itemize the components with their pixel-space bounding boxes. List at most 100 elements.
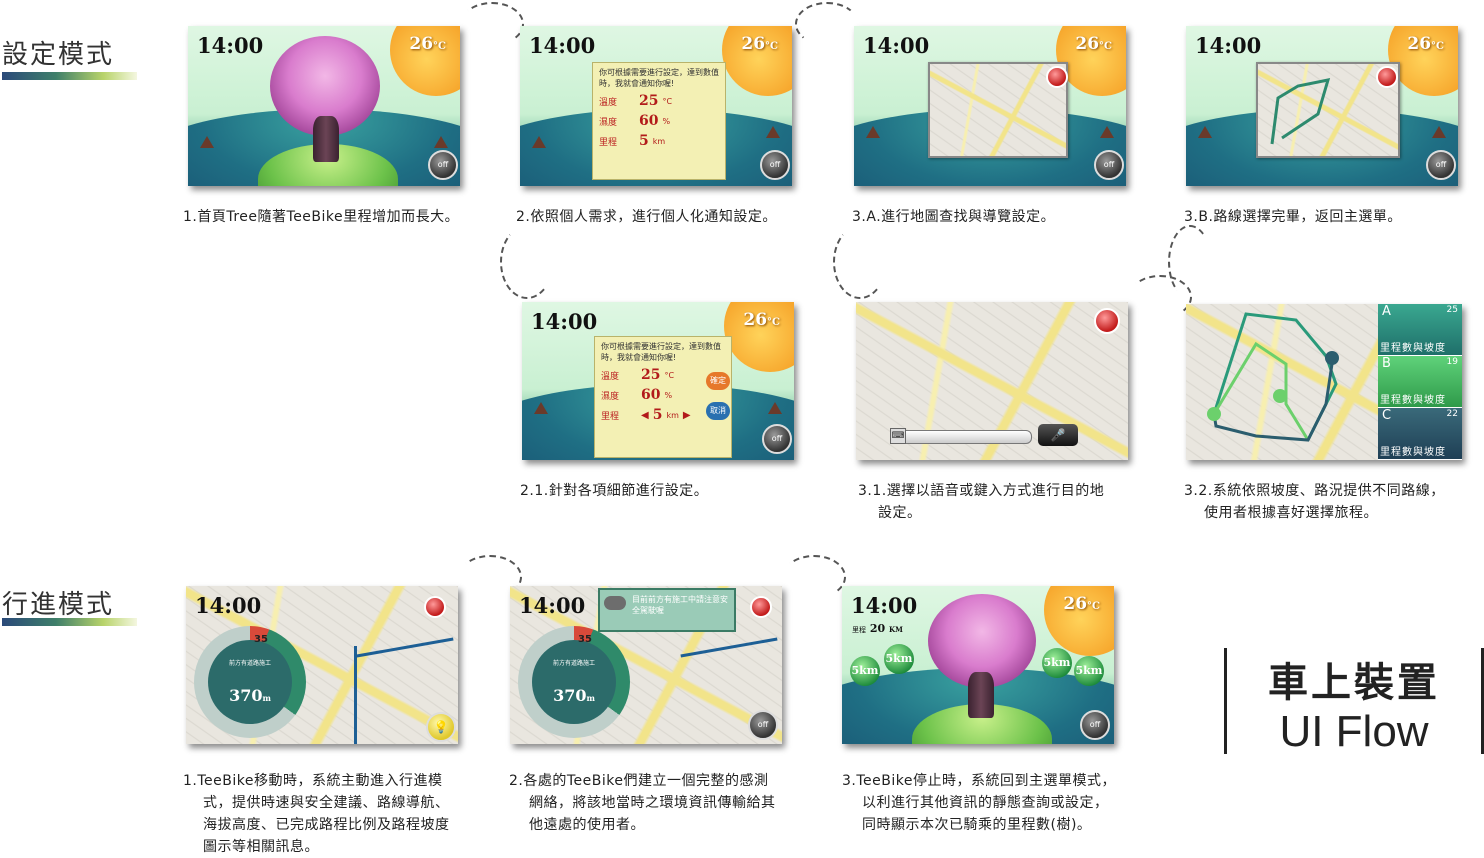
caption-line: 圖示等相關訊息。	[203, 839, 319, 855]
power-off-button[interactable]: off	[760, 150, 790, 180]
distance-value: 20	[869, 622, 886, 635]
gauge-center: 35 前方有道路施工 370m	[532, 634, 616, 724]
progress-gauge: 35 前方有道路施工 370m	[518, 626, 630, 738]
caption-line: 式，提供時速與安全建議、路線導航、	[203, 795, 450, 811]
connector-arc	[782, 555, 846, 599]
route-label: 里程數與坡度	[1380, 342, 1446, 354]
caption-line: 設定。	[878, 505, 922, 521]
gauge-center: 35 前方有道路施工 370m	[208, 634, 292, 724]
cone-icon	[534, 402, 548, 414]
cone-icon	[1100, 126, 1114, 138]
route-option-c[interactable]: C 22 里程數與坡度	[1378, 407, 1462, 460]
ride-mode-label: 行進模式	[2, 590, 115, 620]
screen-route-selected: 26°C 14:00 off	[1186, 26, 1458, 186]
screen-ride-summary: 26°C 14:00 里程 20 KM 5km 5km 5km 5km off	[842, 586, 1114, 744]
temperature: 26°C	[409, 34, 446, 54]
tree-trunk	[313, 116, 339, 162]
caption-step-3-1: 3.1.選擇以語音或鍵入方式進行目的地 設定。	[858, 480, 1104, 524]
hint-text: 前方有道路施工	[228, 660, 271, 667]
connector-arc	[1168, 225, 1212, 299]
clock: 14:00	[531, 309, 598, 334]
cone-icon	[766, 126, 780, 138]
caption-step-2-1: 2.1.針對各項細節進行設定。	[520, 483, 709, 499]
route-line	[1270, 78, 1331, 145]
route-lines	[1207, 312, 1339, 442]
power-off-button[interactable]: off	[748, 710, 778, 740]
microphone-button[interactable]: 🎤	[1038, 424, 1078, 446]
location-pin-icon[interactable]	[1376, 66, 1398, 88]
temperature: 26°C	[1063, 594, 1100, 614]
route-label: 里程數與坡度	[1380, 446, 1446, 458]
brand-title-block: 車上裝置 UI Flow	[1224, 648, 1484, 756]
route-letter: C	[1382, 407, 1392, 423]
caption-ride-1: 1.TeeBike移動時，系統主動進入行進模 式，提供時速與安全建議、路線導航、…	[183, 770, 450, 858]
caption-ride-3: 3.TeeBike停止時，系統回到主選單模式， 以利進行其他資訊的靜態查詢或設定…	[842, 770, 1116, 836]
percent-readout: 35	[254, 634, 268, 645]
route-path	[680, 637, 778, 658]
setting-unit: °C	[664, 370, 675, 380]
confirm-button[interactable]: 確定	[706, 372, 730, 390]
cone-icon	[1432, 126, 1446, 138]
setting-unit: %	[664, 390, 673, 400]
decrease-arrow-icon[interactable]: ◀	[641, 409, 649, 421]
milestone-ball: 5km	[850, 656, 880, 686]
keyboard-icon[interactable]: ⌨	[890, 428, 906, 444]
increase-arrow-icon[interactable]: ▶	[682, 409, 691, 421]
power-off-button[interactable]: off	[1080, 710, 1110, 740]
power-off-button[interactable]: off	[1094, 150, 1124, 180]
power-off-button[interactable]: off	[762, 424, 792, 454]
location-pin-icon[interactable]	[1094, 308, 1120, 334]
location-pin-icon[interactable]	[424, 596, 446, 618]
route-marker-c	[1325, 351, 1339, 365]
hint-text: 前方有道路施工	[552, 660, 595, 667]
temperature: 26°C	[741, 34, 778, 54]
temperature: 26°C	[1075, 34, 1112, 54]
caption-line: 3.1.選擇以語音或鍵入方式進行目的地	[858, 483, 1105, 499]
setting-label: 濕度	[601, 391, 620, 402]
clock: 14:00	[519, 593, 586, 618]
destination-input[interactable]	[890, 430, 1032, 444]
location-pin-icon[interactable]	[750, 596, 772, 618]
lightbulb-button[interactable]: 💡	[426, 712, 456, 742]
route-letter: B	[1382, 355, 1391, 371]
route-list: A 25 里程數與坡度 B 19 里程數與坡度 C 22 里程數與坡度	[1378, 304, 1462, 460]
setting-value[interactable]: 60	[641, 387, 661, 403]
setting-label: 里程	[601, 411, 620, 422]
clock: 14:00	[197, 33, 264, 58]
power-off-button[interactable]: off	[428, 150, 458, 180]
milestone-ball: 5km	[1074, 656, 1104, 686]
route-option-b[interactable]: B 19 里程數與坡度	[1378, 355, 1462, 408]
screen-map-destination: ⌨ 🎤	[856, 302, 1128, 460]
map-preview[interactable]	[928, 62, 1068, 158]
setting-value[interactable]: 5	[652, 407, 663, 423]
caption-step-3a: 3.A.進行地圖查找與導覽設定。	[852, 209, 1056, 225]
setting-label: 里程	[599, 137, 618, 148]
caption-step-2: 2.依照個人需求，進行個人化通知設定。	[516, 209, 777, 225]
map-preview[interactable]	[1256, 62, 1400, 158]
setting-value[interactable]: 25	[641, 367, 661, 383]
caption-line: 以利進行其他資訊的靜態查詢或設定，	[862, 795, 1109, 811]
setup-mode-underline	[2, 72, 137, 80]
cancel-button[interactable]: 取消	[706, 402, 730, 420]
power-off-button[interactable]: off	[1426, 150, 1456, 180]
clock: 14:00	[851, 593, 918, 618]
cone-icon	[434, 136, 448, 148]
caption-line: 1.TeeBike移動時，系統主動進入行進模	[183, 773, 443, 789]
milestone-ball: 5km	[1042, 648, 1072, 678]
route-option-a[interactable]: A 25 里程數與坡度	[1378, 304, 1462, 356]
route-distance: 25	[1446, 305, 1458, 315]
caption-ride-2: 2.各處的TeeBike們建立一個完整的感測 網絡，將該地當時之環境資訊傳輸給其…	[509, 770, 776, 836]
milestone-ball: 5km	[884, 644, 914, 674]
altitude-unit: m	[586, 693, 595, 703]
location-pin-icon[interactable]	[1046, 66, 1068, 88]
setting-value: 5	[639, 133, 649, 149]
screen-route-choices: A 25 里程數與坡度 B 19 里程數與坡度 C 22 里程數與坡度	[1186, 304, 1462, 460]
